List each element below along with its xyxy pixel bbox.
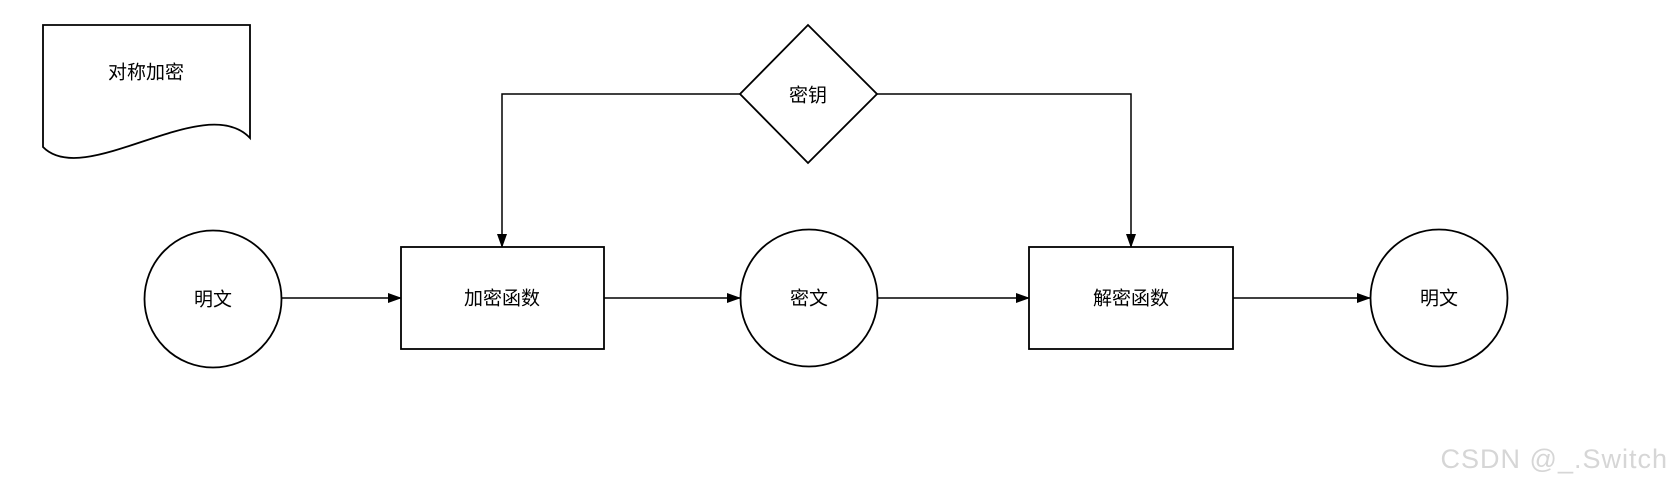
- decrypt-function-label: 解密函数: [1093, 288, 1169, 310]
- note-label: 对称加密: [108, 62, 184, 84]
- plaintext-source-circle: [143, 229, 283, 369]
- key-diamond-shape: [738, 23, 879, 165]
- csdn-watermark: CSDN @_.Switch: [1441, 444, 1668, 474]
- encrypt-function-rect: [400, 246, 605, 350]
- ciphertext-circle: [739, 228, 879, 368]
- plaintext-result-circle: [1369, 228, 1509, 368]
- ciphertext-label: 密文: [790, 288, 828, 310]
- plaintext-source-label: 明文: [194, 289, 232, 311]
- note-document-shape: [42, 24, 251, 159]
- plaintext-result-label: 明文: [1420, 288, 1458, 310]
- arrow-key-to-encrypt-function: [497, 93, 740, 248]
- encrypt-function-label: 加密函数: [464, 288, 540, 310]
- arrow-key-to-decrypt-function: [877, 93, 1136, 248]
- key-label: 密钥: [789, 85, 827, 107]
- decrypt-function-rect: [1028, 246, 1234, 350]
